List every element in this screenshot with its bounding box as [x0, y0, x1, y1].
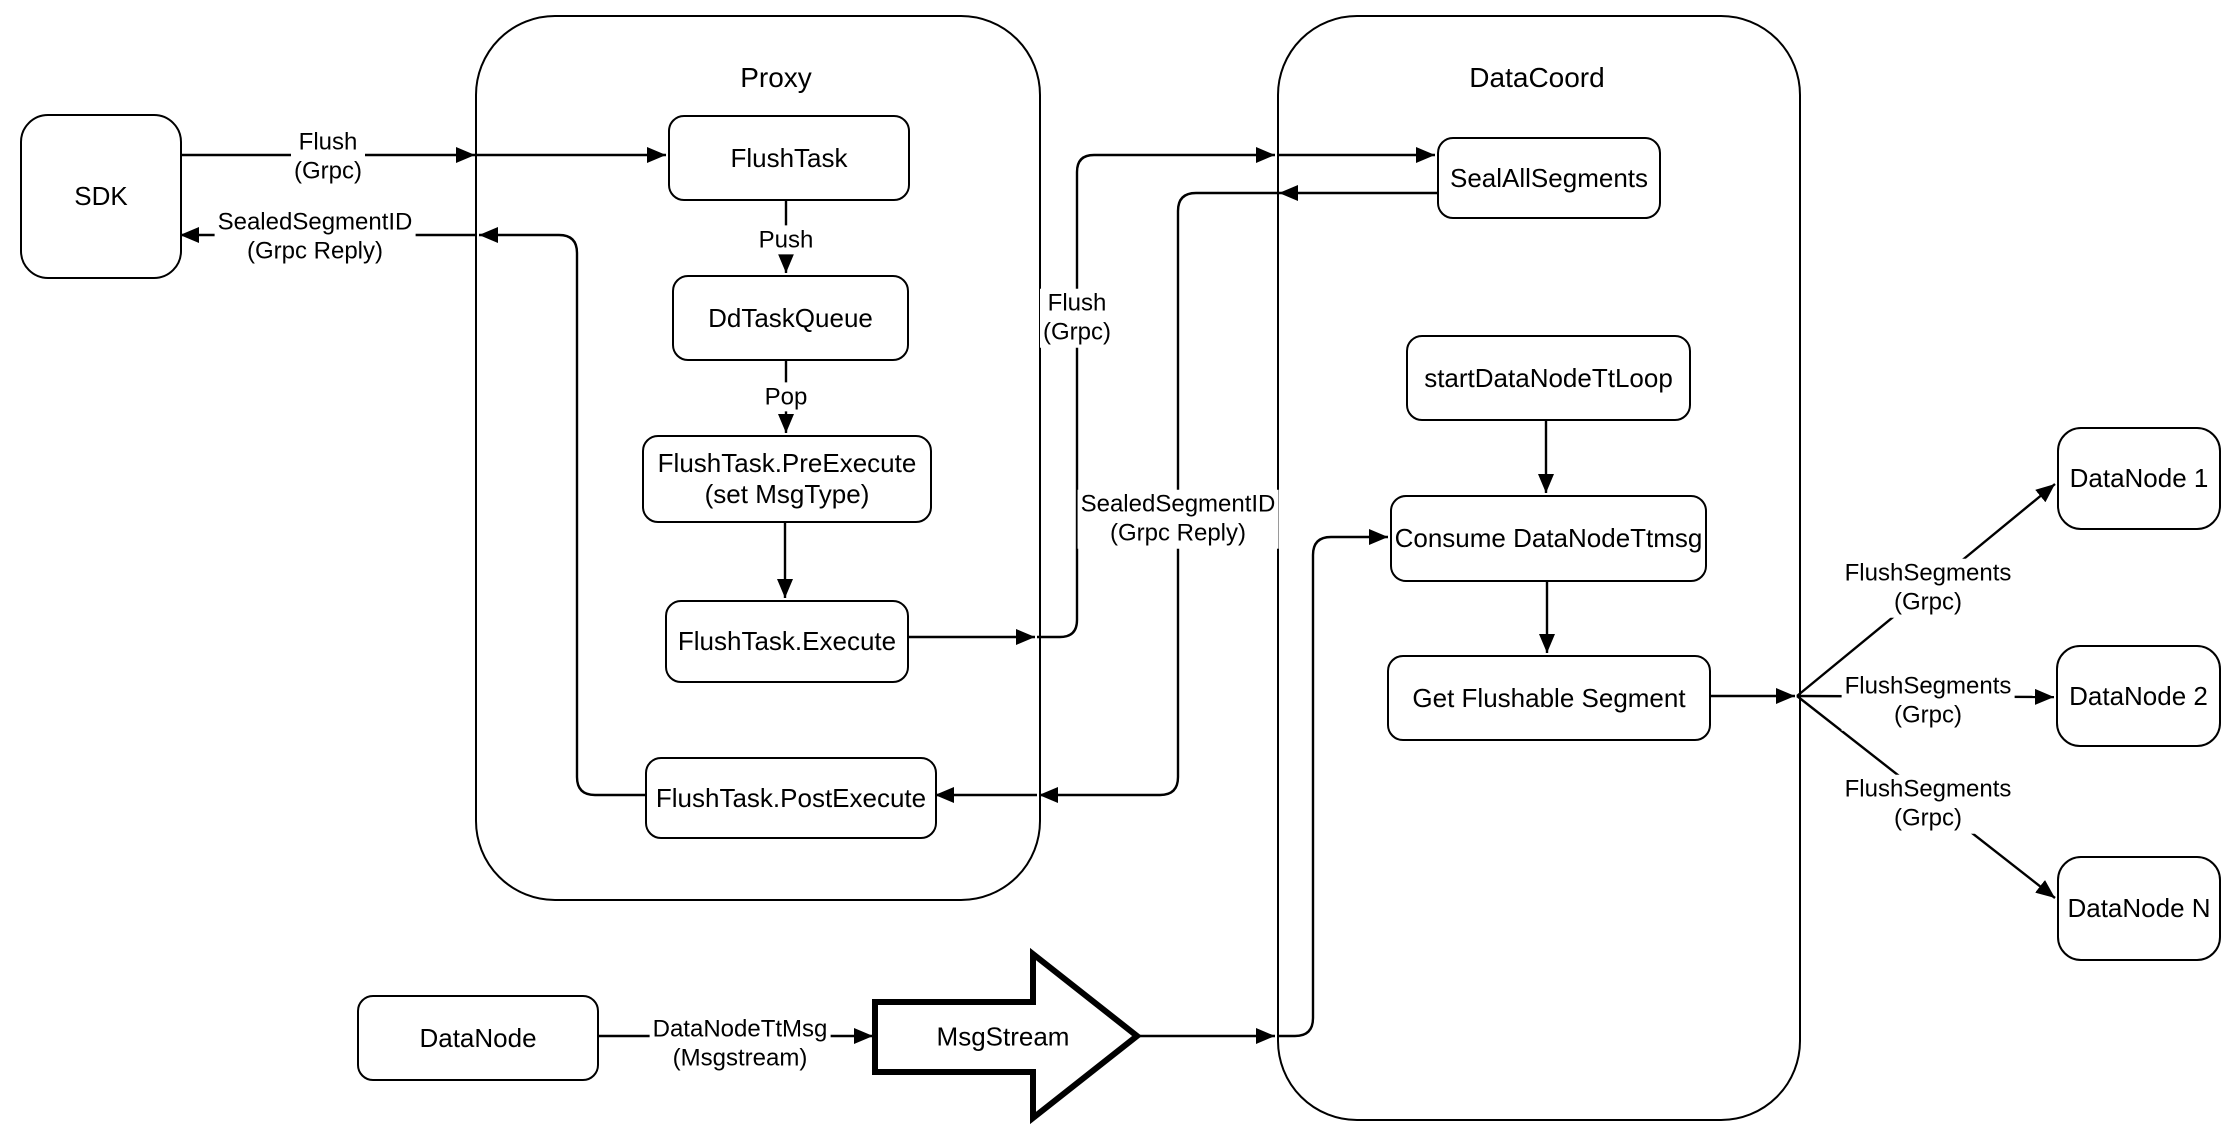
edge-label-line: (Grpc): [1894, 702, 1962, 729]
edge-label-line: FlushSegments: [1844, 672, 2012, 700]
msgstream-shape-label: MsgStream: [936, 1021, 1070, 1052]
edge-label-datanode-ttmsg: DataNodeTtMsg (Msgstream): [649, 1014, 831, 1074]
edge-label-line: Flush: [1047, 289, 1107, 317]
node-start-datanode-tt-loop: startDataNodeTtLoop: [1406, 335, 1691, 421]
edge-label-line: (Grpc): [294, 158, 362, 185]
edge-label-line: SealedSegmentID: [1080, 490, 1276, 518]
node-datanode-1: DataNode 1: [2057, 427, 2221, 530]
edge-label-line: (Grpc): [1894, 589, 1962, 616]
proxy-container-title: Proxy: [740, 62, 812, 93]
edge-label-flush-segments-3: FlushSegments (Grpc): [1841, 774, 2015, 834]
datacoord-container: [1277, 15, 1801, 1121]
node-label-line: (set MsgType): [704, 479, 870, 509]
datacoord-container-title: DataCoord: [1469, 62, 1605, 93]
edge-label-line: FlushSegments: [1844, 559, 2012, 587]
edge-label-line: (Grpc Reply): [246, 238, 384, 265]
edge-label-line: (Msgstream): [672, 1045, 808, 1072]
node-sdk: SDK: [20, 114, 182, 279]
edge-label-flush-segments-2: FlushSegments (Grpc): [1841, 671, 2015, 731]
edge-label-line: DataNodeTtMsg: [652, 1015, 828, 1043]
edge-label-line: FlushSegments: [1844, 775, 2012, 803]
edge-label-sealed-segment-id-sdk: SealedSegmentID (Grpc Reply): [214, 207, 416, 267]
node-flush-task: FlushTask: [668, 115, 910, 201]
node-datanode-2: DataNode 2: [2056, 645, 2221, 747]
edge-label-flush-grpc-mid: Flush (Grpc): [1040, 288, 1114, 348]
edge-label-line: (Grpc): [1894, 805, 1962, 832]
edge-label-flush-segments-1: FlushSegments (Grpc): [1841, 558, 2015, 618]
node-flush-task-execute: FlushTask.Execute: [665, 600, 909, 683]
edge-label-push: Push: [755, 225, 817, 255]
node-seal-all-segments: SealAllSegments: [1437, 137, 1661, 219]
edge-label-line: (Grpc): [1043, 319, 1111, 346]
node-dd-task-queue: DdTaskQueue: [672, 275, 909, 361]
node-flush-task-pre-execute: FlushTask.PreExecute (set MsgType): [642, 435, 932, 523]
node-consume-datanode-ttmsg: Consume DataNodeTtmsg: [1390, 495, 1707, 582]
edge-datacoord-edge-to-consume: [1277, 529, 1388, 1038]
node-get-flushable-segment: Get Flushable Segment: [1387, 655, 1711, 741]
node-flush-task-post-execute: FlushTask.PostExecute: [645, 757, 937, 839]
node-datanode: DataNode: [357, 995, 599, 1081]
edge-proxy-edge-to-datacoord-edge-flush: [1037, 147, 1275, 639]
proxy-container: [475, 15, 1041, 901]
edge-label-pop: Pop: [761, 382, 811, 412]
edge-postexecute-to-proxy-edge: [479, 227, 645, 797]
edge-label-sealed-segment-id-mid: SealedSegmentID (Grpc Reply): [1077, 489, 1279, 549]
node-label-line: FlushTask.PreExecute: [657, 448, 917, 479]
node-datanode-n: DataNode N: [2057, 856, 2221, 961]
msgstream-arrow-shape: [872, 947, 1142, 1125]
edge-label-flush-grpc-sdk: Flush (Grpc): [291, 127, 365, 187]
edge-label-line: (Grpc Reply): [1109, 520, 1247, 547]
edge-label-line: Flush: [298, 128, 358, 156]
edge-label-line: SealedSegmentID: [217, 208, 413, 236]
